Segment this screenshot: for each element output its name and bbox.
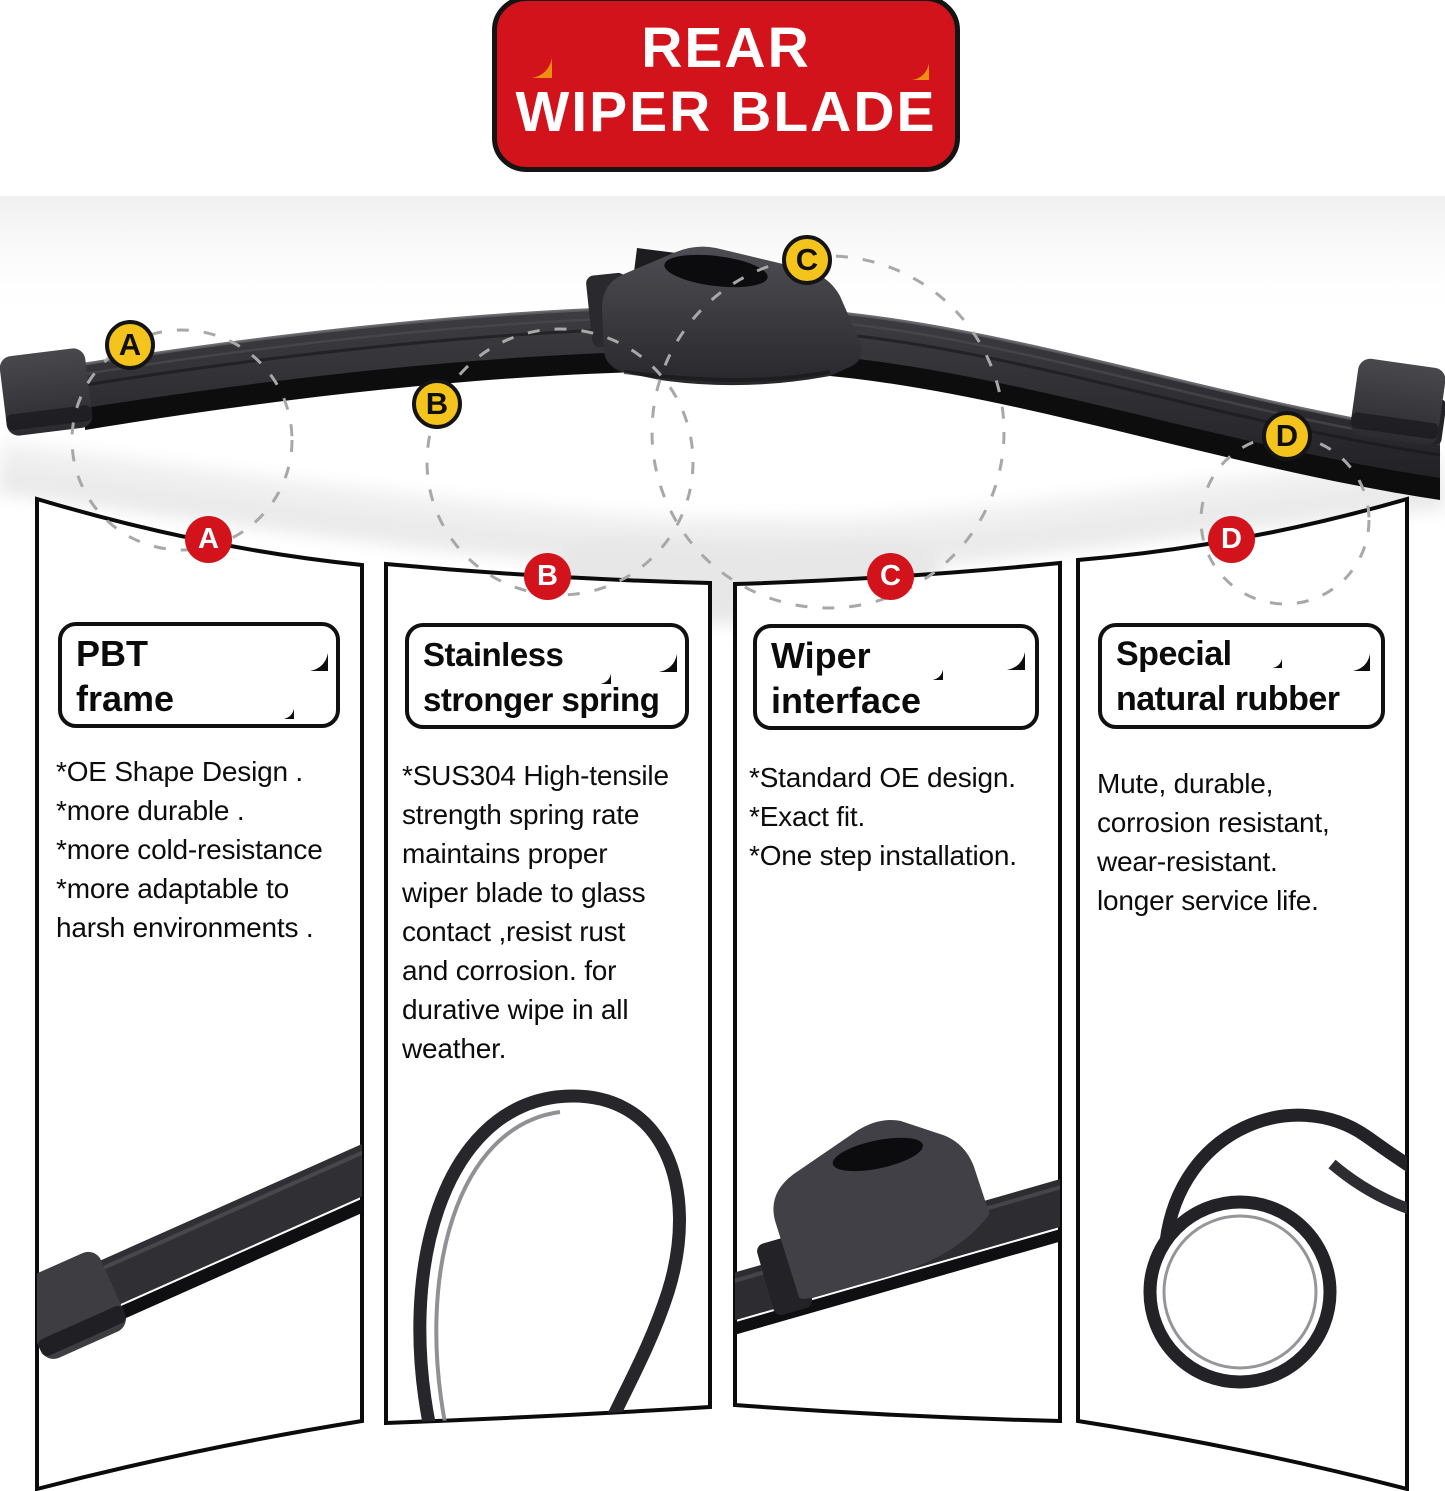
spring-loop-photo — [413, 1089, 686, 1423]
blade-callout-a: A — [105, 320, 155, 370]
banner-left-sparkle-icon — [510, 36, 552, 78]
panel-c-title-box: Wiper interface — [753, 624, 1039, 730]
panel-b-title-box: Stainless stronger spring — [405, 623, 689, 729]
panel-b-title: Stainless stronger spring — [423, 636, 660, 718]
panel-a-sparkle-big-icon — [290, 633, 328, 671]
banner-title-line2: WIPER BLADE — [515, 80, 937, 144]
panel-b-letter-badge: B — [524, 553, 571, 600]
panel-d-sparkle-big-icon — [1334, 635, 1370, 671]
dashed-circle-d — [1199, 434, 1371, 606]
panel-d-body: Mute, durable, corrosion resistant, wear… — [1097, 768, 1330, 916]
panel-d-title: Special natural rubber — [1116, 635, 1340, 718]
banner-title-line1: REAR — [641, 16, 811, 80]
panel-a-sparkle-small-icon — [272, 697, 294, 719]
blade-callout-d: D — [1262, 411, 1312, 461]
panel-b-sparkle-big-icon — [639, 634, 677, 672]
panel-c-letter-badge: C — [867, 553, 914, 600]
left-end-cap — [0, 348, 93, 436]
rubber-coil-photo — [1143, 1108, 1407, 1389]
panel-a-body: *OE Shape Design . *more durable . *more… — [56, 756, 323, 943]
panel-a-title: PBT frame — [76, 633, 175, 719]
blade-callout-b: B — [412, 379, 462, 429]
interface-mount-photo — [735, 1120, 1060, 1343]
panel-d-sparkle-small-icon — [1262, 648, 1282, 668]
panel-b-frame — [384, 561, 712, 1426]
panel-a-title-box: PBT frame — [58, 622, 340, 728]
dashed-callout-circles — [70, 254, 1371, 610]
right-end-cap — [1350, 358, 1445, 446]
panel-d-letter-badge: D — [1208, 516, 1255, 563]
panel-c-sparkle-small-icon — [921, 658, 943, 680]
panel-c-sparkle-big-icon — [987, 632, 1025, 670]
panel-a-letter-badge: A — [185, 516, 232, 563]
dashed-circle-a — [70, 328, 294, 552]
panel-d-title-box: Special natural rubber — [1098, 623, 1385, 729]
panel-c-title: Wiper interface — [771, 635, 922, 721]
panel-c-body: *Standard OE design. *Exact fit. *One st… — [749, 762, 1017, 871]
dashed-circle-b — [425, 327, 695, 597]
pbt-frame-photo — [37, 1129, 362, 1359]
panel-b-sparkle-small-icon — [589, 662, 611, 684]
panel-b-body: *SUS304 High-tensile strength spring rat… — [402, 760, 669, 1064]
blade-callout-c: C — [782, 235, 832, 285]
banner-right-sparkle-icon — [894, 45, 929, 80]
header-banner: REAR WIPER BLADE — [492, 0, 960, 172]
dashed-circle-c — [650, 254, 1006, 610]
